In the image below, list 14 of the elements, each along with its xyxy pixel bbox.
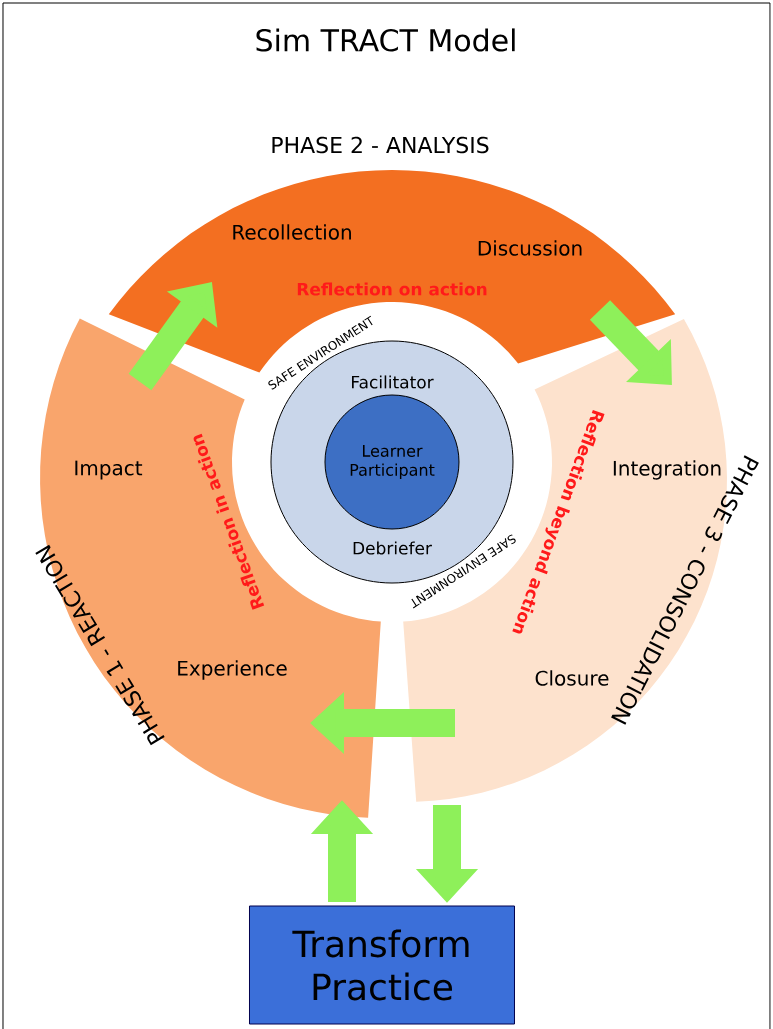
stage-label: Recollection [233,224,351,240]
stage-label: Impact [75,460,143,480]
practice-box [249,905,515,1025]
role-label: Debriefer [353,541,432,555]
stage-label: Discussion [478,240,582,256]
stage-label: Closure [535,670,609,686]
title: Sim TRACT Model [256,28,515,52]
practice-label: Transform Practice [292,929,469,1001]
phase-heading: PHASE 2 - ANALYSIS [272,136,489,154]
stage-label: Experience [178,660,287,680]
role-label: Facilitator [352,375,434,389]
reflection-label: Reflection on action [297,282,487,296]
arrow [589,300,672,385]
core-label: Learner Participant [350,445,435,479]
